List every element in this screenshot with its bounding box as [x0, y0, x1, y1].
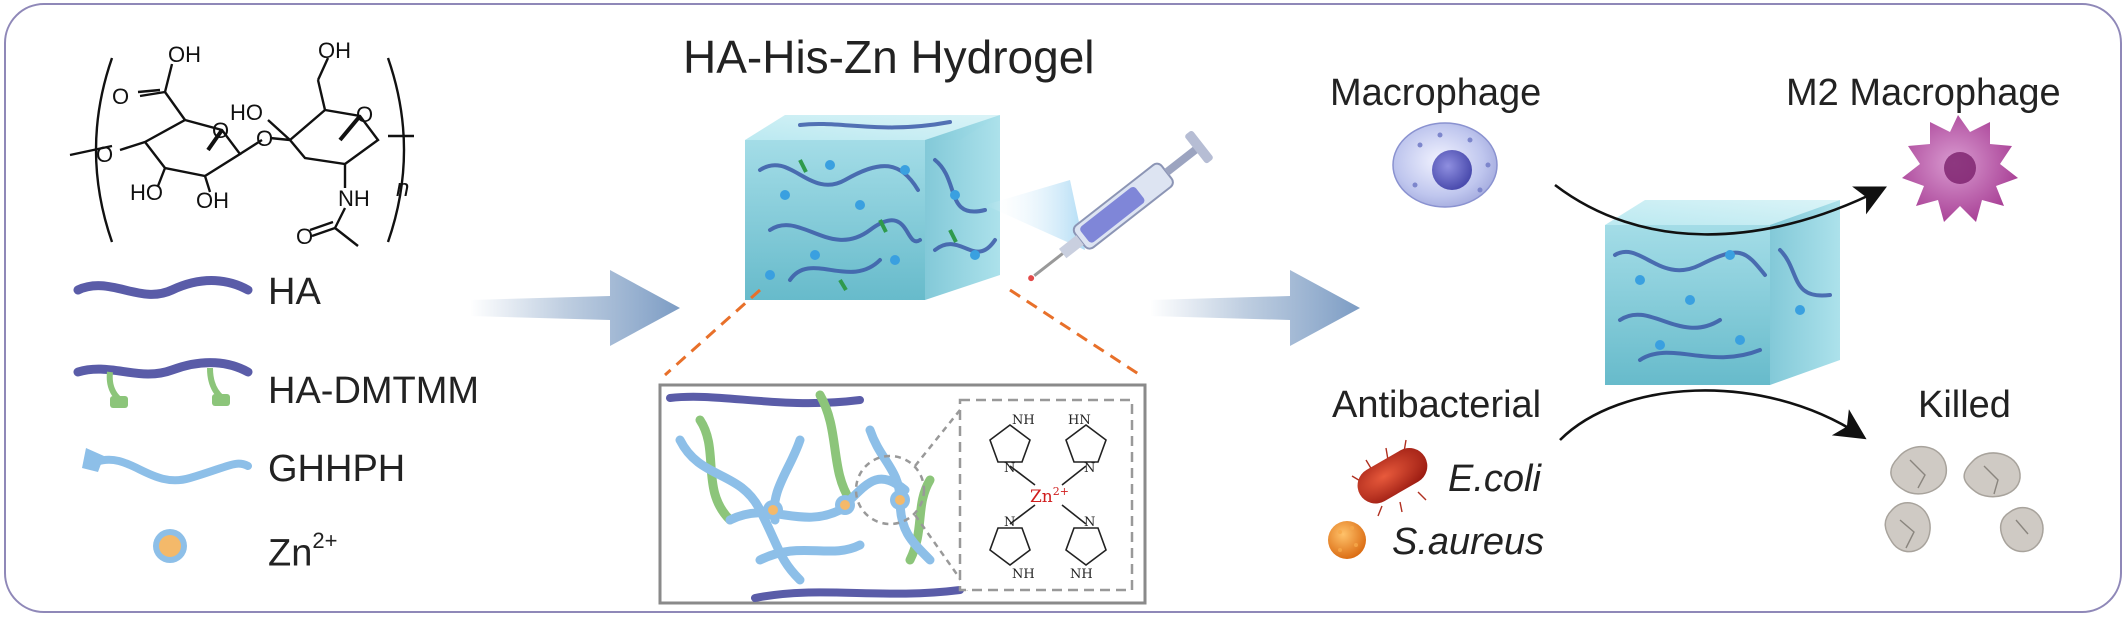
label-macrophage: Macrophage	[1330, 72, 1542, 114]
coord-n-4: N	[1084, 515, 1095, 530]
atom-o-glyco: O	[256, 126, 273, 151]
atom-o-carbonyl: O	[112, 84, 129, 109]
process-arrows	[470, 270, 1360, 346]
label-antibacterial: Antibacterial	[1332, 384, 1542, 426]
atom-o-left: O	[96, 142, 113, 167]
coord-hn-1: HN	[1068, 413, 1091, 428]
atom-oh-ring1: OH	[196, 188, 229, 213]
label-m2-macrophage: M2 Macrophage	[1786, 72, 2061, 114]
legend-icons	[73, 276, 253, 563]
coordination-labels: NH HN N N N N NH NH Zn2+	[1004, 413, 1095, 582]
legend-label-ha: HA	[268, 271, 321, 313]
saureus-bacterium-icon	[1328, 521, 1366, 559]
legend-label-ghhph: GHHPH	[268, 448, 406, 490]
hydrogel-cube-center	[745, 115, 1000, 300]
zoom-circle	[854, 454, 926, 526]
atom-ho-ring1a: HO	[130, 180, 163, 205]
coord-n-1: N	[1004, 461, 1015, 476]
right-bracket	[386, 57, 406, 243]
legend-label-ha-dmtmm: HA-DMTMM	[268, 370, 480, 412]
ha-structure-atoms: OH O O O HO OH O HO OH O NH O n	[96, 38, 409, 249]
killed-bacteria-icon	[1884, 445, 2044, 553]
coord-nh-2: NH	[1012, 567, 1035, 582]
label-ecoli: E.coli	[1448, 458, 1541, 500]
label-killed: Killed	[1918, 384, 2011, 426]
macrophage-cell	[1392, 122, 1498, 208]
zoom-indicator	[663, 288, 1141, 377]
atom-ho-ring2: HO	[230, 100, 263, 125]
coord-nh-3: NH	[1070, 567, 1093, 582]
hydrogel-title: HA-His-Zn Hydrogel	[683, 31, 1095, 83]
legend-label-zinc: Zn2+	[268, 528, 338, 575]
label-saureus: S.aureus	[1392, 521, 1545, 563]
ha-chain-icon	[73, 276, 253, 299]
arrow-left	[470, 270, 680, 346]
hydrogel-cube-right	[1605, 200, 1840, 385]
arrow-to-m2	[1554, 183, 1887, 236]
coord-zn: Zn2+	[1030, 485, 1069, 507]
repeat-n: n	[396, 175, 409, 202]
ha-chemical-structure	[69, 57, 414, 247]
atom-oh-ring2: OH	[318, 38, 351, 63]
atom-o-acetyl: O	[296, 224, 313, 249]
atom-o-ring1: O	[212, 118, 229, 143]
ghhph-peptide-icon	[82, 448, 252, 485]
atom-nh: NH	[338, 186, 370, 211]
zinc-coordination-box	[958, 398, 1134, 592]
zinc-ion-icon	[153, 529, 187, 563]
atom-o-ring2: O	[356, 102, 373, 127]
syringe-injection	[985, 130, 1213, 282]
arrow-right	[1150, 270, 1360, 346]
ha-dmtmm-icon	[73, 358, 253, 408]
coord-n-2: N	[1084, 461, 1095, 476]
coord-nh-1: NH	[1012, 413, 1035, 428]
arrow-to-killed	[1559, 389, 1867, 441]
network-inset	[658, 383, 1147, 605]
atom-oh-top: OH	[168, 42, 201, 67]
m2-macrophage-cell	[1902, 115, 2018, 222]
ecoli-bacterium-icon	[1351, 439, 1428, 517]
coord-n-3: N	[1004, 515, 1015, 530]
